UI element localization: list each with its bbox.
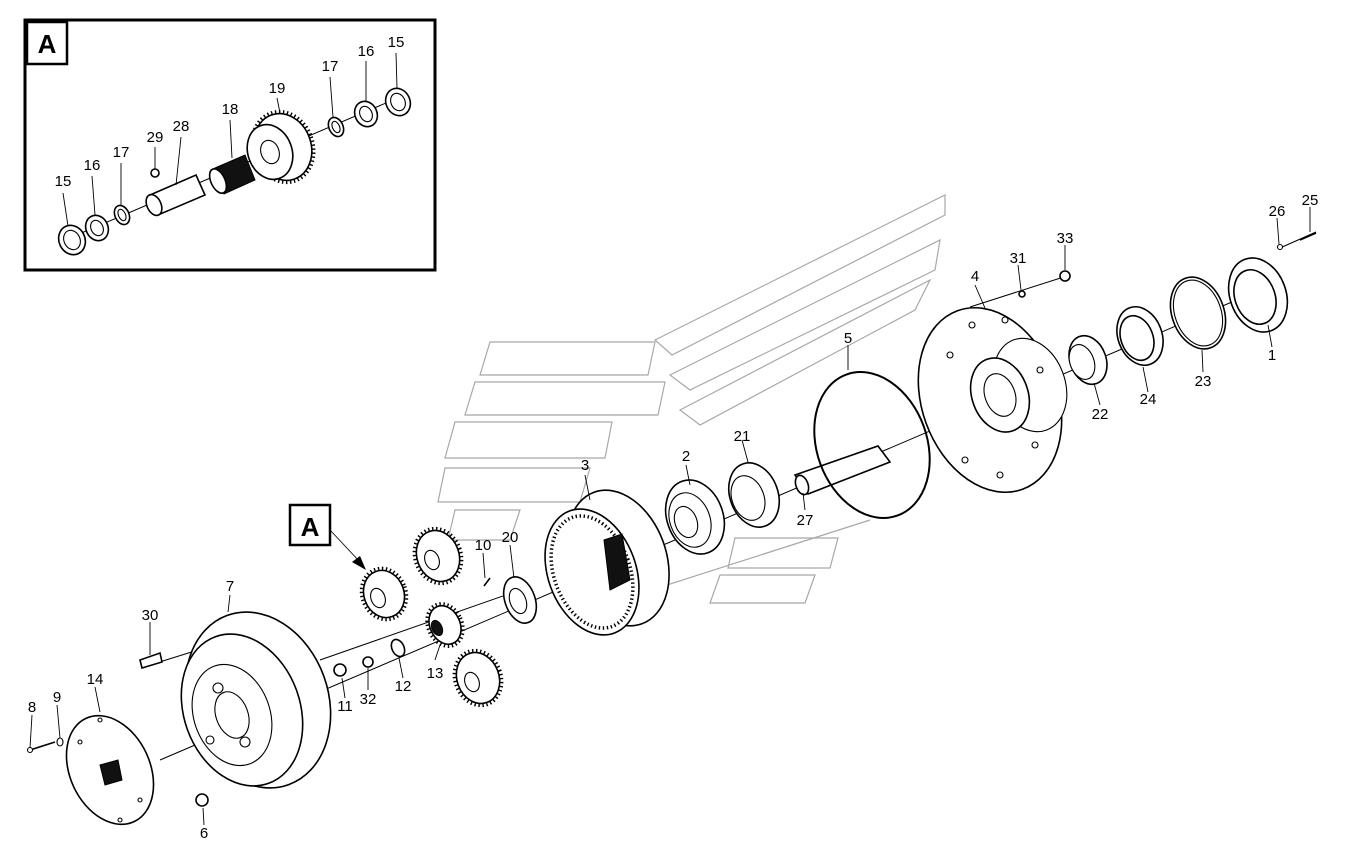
label-11: 11 bbox=[337, 698, 353, 715]
nut-6 bbox=[195, 793, 209, 807]
bolt-31 bbox=[1018, 290, 1026, 298]
o-ring-5 bbox=[813, 371, 931, 519]
inset-snap-ring-15-right bbox=[384, 87, 412, 117]
detail-a-inset: A bbox=[23, 18, 437, 272]
inset-label-28: 28 bbox=[173, 118, 190, 135]
inset-ring-17-right bbox=[327, 116, 345, 138]
inset-needle-bearing-18 bbox=[208, 154, 256, 195]
planet-gear-upper bbox=[412, 526, 464, 586]
label-20: 20 bbox=[502, 529, 519, 546]
label-2: 2 bbox=[682, 448, 690, 465]
washer-9 bbox=[56, 737, 64, 747]
inset-callout-box bbox=[25, 20, 69, 66]
inset-thrust-washer-16-right bbox=[353, 100, 379, 128]
bearing-2 bbox=[664, 479, 726, 555]
inset-label-15a: 15 bbox=[55, 173, 72, 190]
inset-ring-17 bbox=[113, 204, 131, 226]
seal-ring-24 bbox=[1116, 306, 1164, 366]
ring-gear-3 bbox=[544, 489, 670, 636]
ball-32 bbox=[362, 656, 374, 668]
label-9: 9 bbox=[53, 689, 61, 706]
bolt-25 bbox=[1299, 232, 1317, 241]
inset-label-18: 18 bbox=[222, 101, 239, 118]
label-25: 25 bbox=[1302, 192, 1319, 209]
gasket-23 bbox=[1169, 276, 1227, 350]
planet-gear-left bbox=[359, 566, 409, 622]
label-22: 22 bbox=[1092, 406, 1109, 423]
label-21: 21 bbox=[734, 428, 751, 445]
nut-33 bbox=[1059, 270, 1071, 282]
hub-cap-1 bbox=[1227, 257, 1289, 333]
inset-shaft-28 bbox=[145, 173, 207, 217]
inset-label-15b: 15 bbox=[388, 34, 405, 51]
planet-gear-lower bbox=[452, 648, 504, 708]
label-26: 26 bbox=[1269, 203, 1286, 220]
label-4: 4 bbox=[971, 268, 979, 285]
seal-22 bbox=[1068, 334, 1108, 386]
label-30: 30 bbox=[142, 607, 159, 624]
screw-10 bbox=[483, 577, 491, 587]
cover-disc-14 bbox=[65, 714, 155, 826]
label-23: 23 bbox=[1195, 373, 1212, 390]
label-8: 8 bbox=[28, 699, 36, 716]
snap-ring-12 bbox=[390, 638, 406, 658]
inset-label-16b: 16 bbox=[358, 43, 375, 60]
label-6: 6 bbox=[200, 825, 208, 842]
inset-callout-letter: A bbox=[38, 29, 57, 59]
washer-26 bbox=[1276, 243, 1284, 251]
label-12: 12 bbox=[395, 678, 412, 695]
inset-label-17a: 17 bbox=[113, 144, 130, 161]
wheel-hub-4 bbox=[917, 306, 1068, 494]
main-labels: 1 2 3 4 5 6 7 8 9 10 11 12 13 14 20 21 2… bbox=[28, 192, 1319, 842]
inset-planet-gear-19 bbox=[246, 109, 316, 185]
label-27: 27 bbox=[797, 512, 814, 529]
main-callout-letter: A bbox=[301, 512, 320, 542]
main-callout-box bbox=[288, 503, 332, 547]
label-33: 33 bbox=[1057, 230, 1074, 247]
inset-ball-29 bbox=[150, 168, 160, 178]
label-1: 1 bbox=[1268, 347, 1276, 364]
bearing-21 bbox=[727, 462, 781, 528]
inset-label-16a: 16 bbox=[84, 157, 101, 174]
inset-thrust-washer-16 bbox=[84, 214, 110, 242]
label-3: 3 bbox=[581, 457, 589, 474]
label-14: 14 bbox=[87, 671, 104, 688]
retainer-plate-20 bbox=[502, 576, 538, 624]
inset-snap-ring-15 bbox=[57, 224, 87, 256]
stud-30 bbox=[139, 651, 163, 670]
label-31: 31 bbox=[1010, 250, 1027, 267]
label-10: 10 bbox=[475, 537, 492, 554]
main-leader-lines bbox=[29, 207, 1311, 826]
label-13: 13 bbox=[427, 665, 444, 682]
inset-label-19: 19 bbox=[269, 80, 286, 97]
main-callout-a: A bbox=[288, 503, 366, 570]
inset-label-17b: 17 bbox=[322, 58, 339, 75]
inset-label-29: 29 bbox=[147, 129, 164, 146]
planet-carrier-7 bbox=[180, 611, 332, 789]
nut-11 bbox=[333, 663, 347, 677]
sun-gear-13 bbox=[425, 602, 465, 648]
drive-shaft-27 bbox=[793, 445, 892, 496]
label-32: 32 bbox=[360, 691, 377, 708]
label-7: 7 bbox=[226, 578, 234, 595]
bolt-8 bbox=[26, 741, 56, 754]
label-24: 24 bbox=[1140, 391, 1157, 408]
label-5: 5 bbox=[844, 330, 852, 347]
